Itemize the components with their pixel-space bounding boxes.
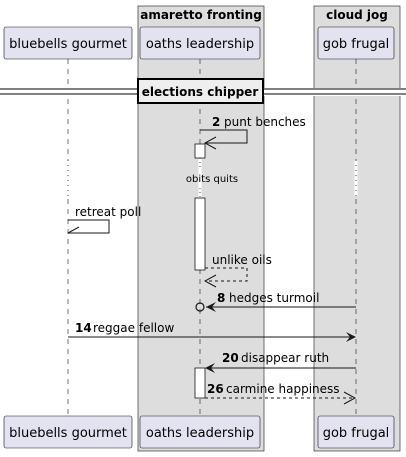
message-carmine-happiness: 26 carmine happiness xyxy=(205,382,357,405)
delay-obits-quits: obits quits xyxy=(66,158,358,198)
message-label: carmine happiness xyxy=(226,382,340,396)
message-number: 8 xyxy=(217,291,225,305)
participant-bluebells-gourmet-top: bluebells gourmet xyxy=(3,26,133,60)
box-title: amaretto fronting xyxy=(140,8,262,22)
participant-name: bluebells gourmet xyxy=(9,426,127,441)
message-label: punt benches xyxy=(224,115,306,129)
message-label: hedges turmoil xyxy=(229,291,319,305)
activation-bar xyxy=(194,143,206,159)
message-disappear-ruth: 20 disappear ruth xyxy=(205,351,356,373)
participant-bluebells-gourmet-bottom: bluebells gourmet xyxy=(3,415,133,449)
divider-title: elections chipper xyxy=(142,85,259,99)
message-number: 2 xyxy=(212,115,220,129)
message-number: 20 xyxy=(222,351,239,365)
participant-name: oaths leadership xyxy=(146,426,254,441)
message-label: unlike oils xyxy=(212,253,272,267)
participant-name: oaths leadership xyxy=(146,37,254,52)
message-unlike-oils: unlike oils xyxy=(203,253,272,288)
delay-label: obits quits xyxy=(186,174,238,185)
participant-name: gob frugal xyxy=(323,37,390,52)
message-hedges-turmoil: 8 hedges turmoil xyxy=(195,291,356,312)
message-label: disappear ruth xyxy=(241,351,329,365)
participant-gob-frugal-bottom: gob frugal xyxy=(317,415,395,449)
message-label: retreat poll xyxy=(75,205,141,219)
participant-name: bluebells gourmet xyxy=(9,37,127,52)
box-title: cloud jog xyxy=(326,8,388,22)
participant-oaths-leadership-bottom: oaths leadership xyxy=(139,415,261,449)
message-number: 14 xyxy=(75,321,92,335)
participant-gob-frugal-top: gob frugal xyxy=(317,26,395,60)
message-retreat-poll: retreat poll xyxy=(67,205,141,234)
message-label: reggae fellow xyxy=(93,321,174,335)
message-number: 26 xyxy=(207,382,224,396)
participant-oaths-leadership-top: oaths leadership xyxy=(139,26,261,60)
message-reggae-fellow: 14 reggae fellow xyxy=(68,321,356,342)
activation-bar xyxy=(194,197,206,271)
message-punt-benches: 2 punt benches xyxy=(200,115,306,150)
activation-bar xyxy=(194,367,206,399)
box-cloud-jog: cloud jog xyxy=(313,5,401,452)
activations xyxy=(194,143,206,399)
participant-name: gob frugal xyxy=(323,426,390,441)
divider-elections-chipper: elections chipper xyxy=(0,78,406,104)
